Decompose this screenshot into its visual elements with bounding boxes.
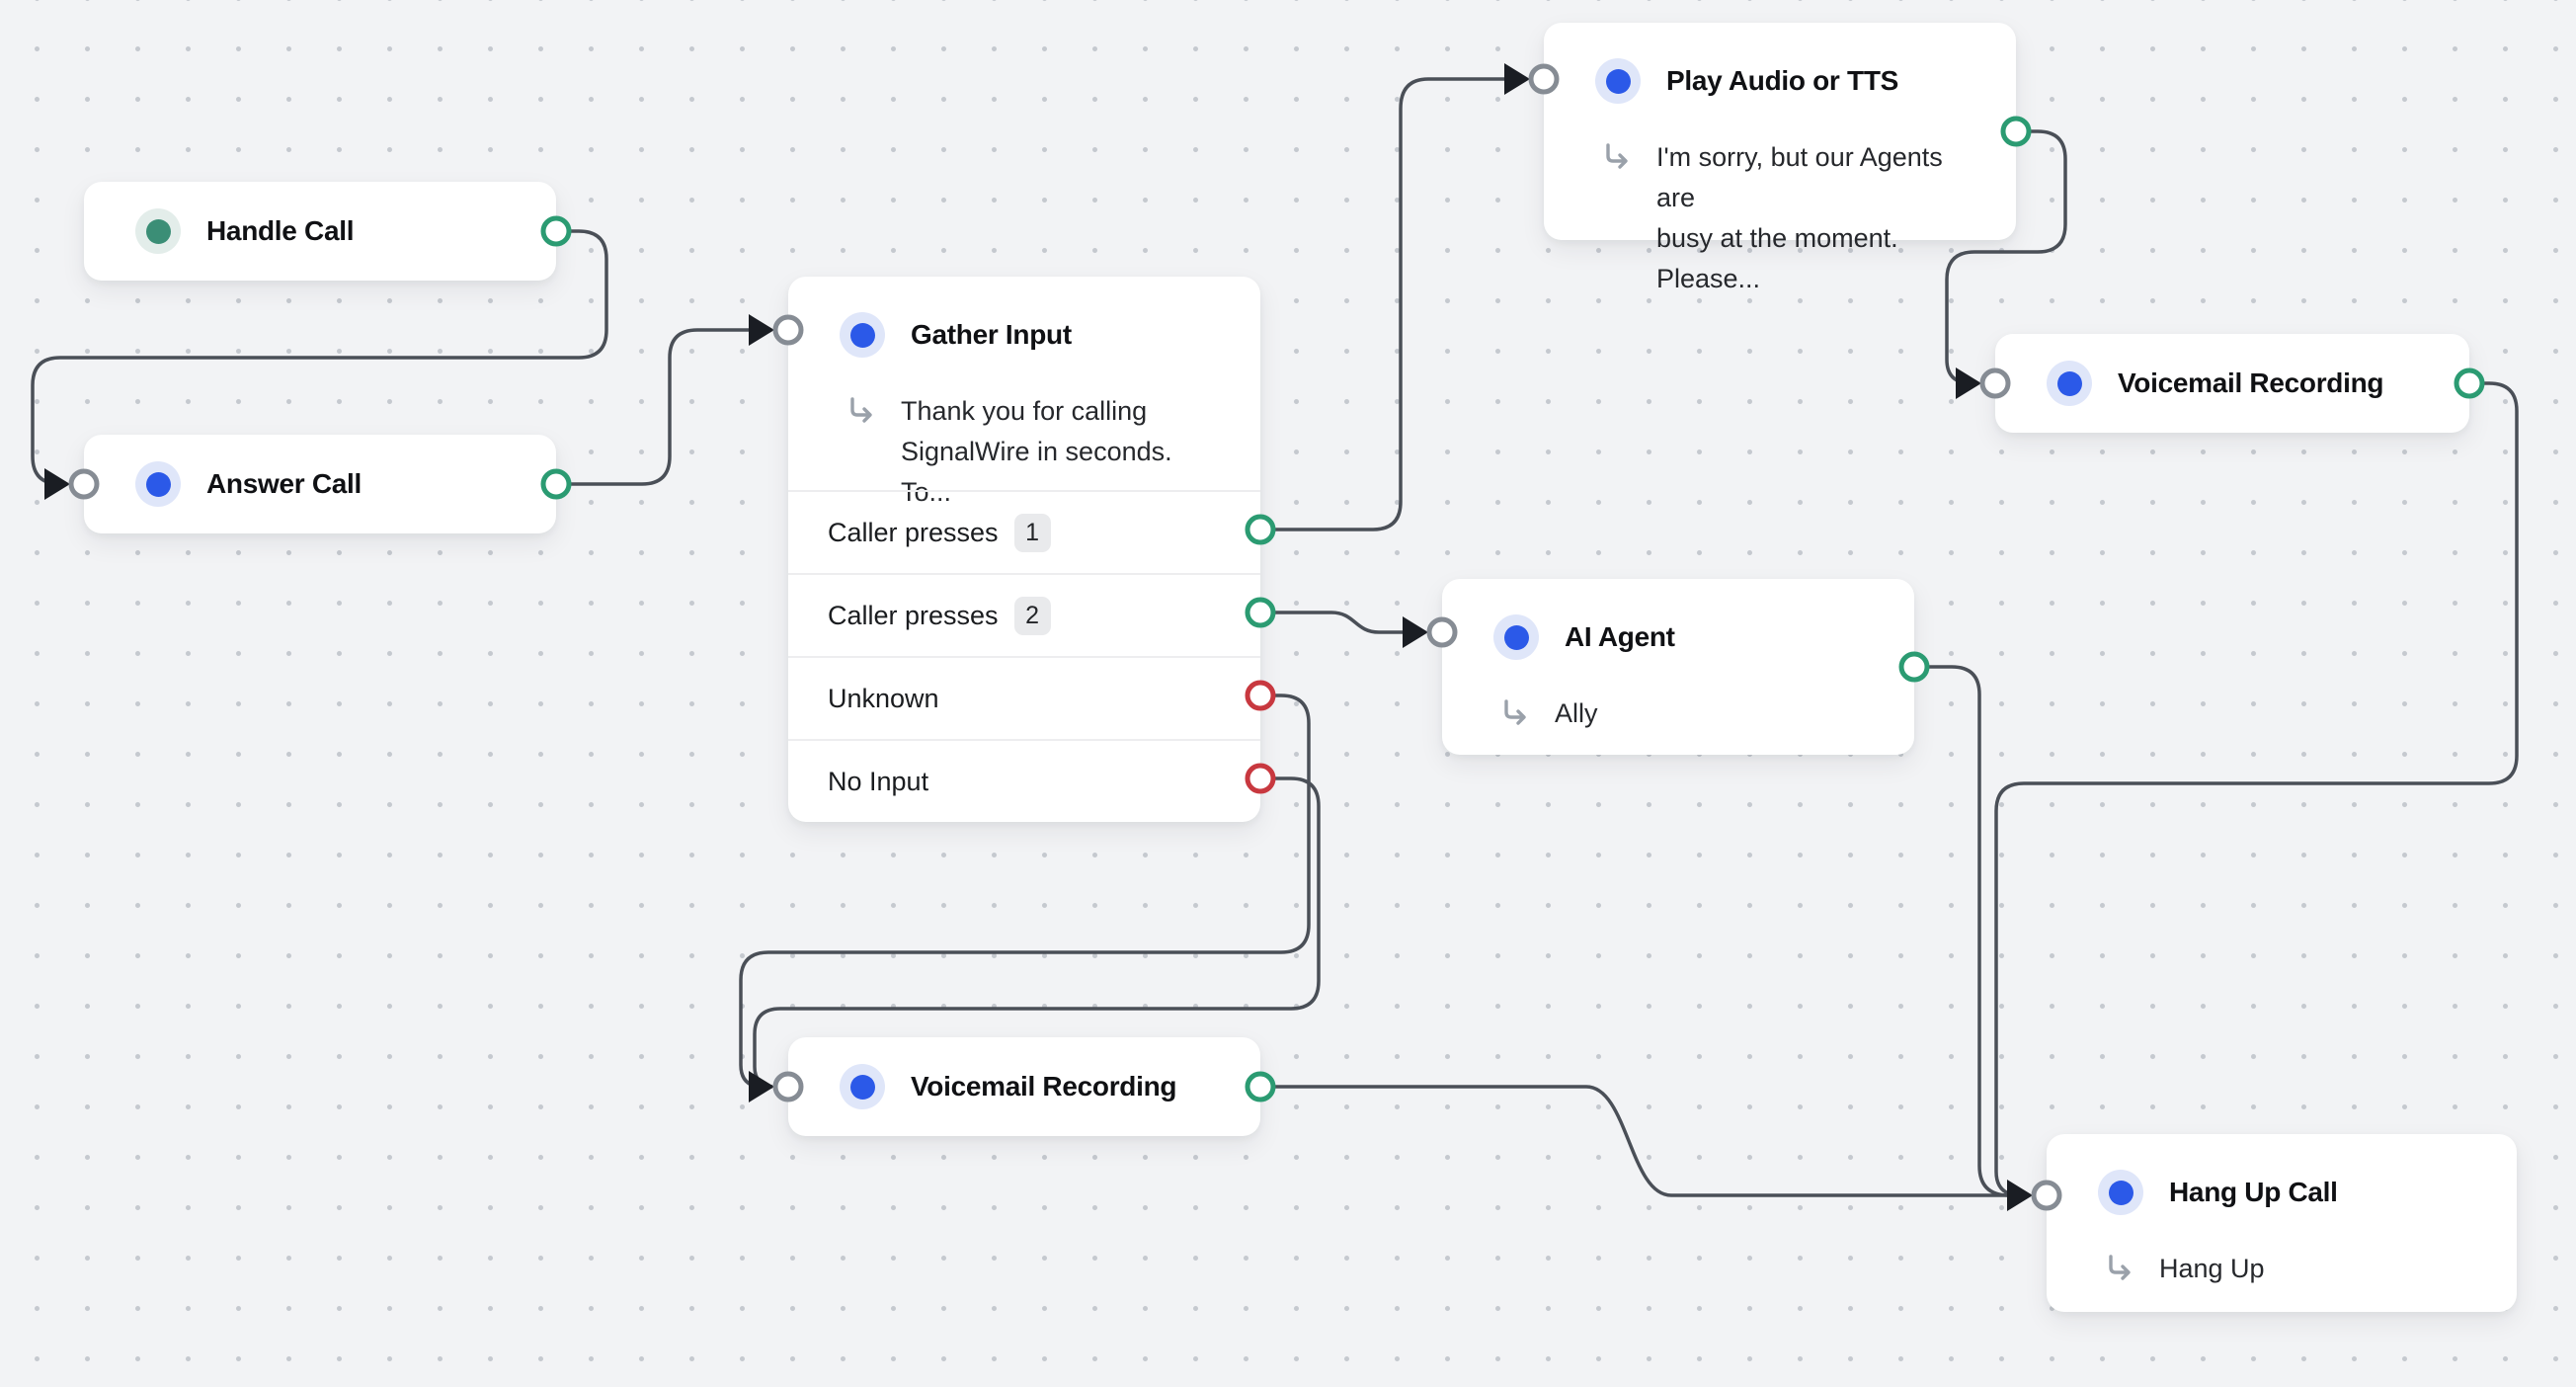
node-play-audio-or-tts[interactable]: Play Audio or TTS I'm sorry, but our Age… (1544, 23, 2016, 240)
edge-caller-presses-2-to-ai-agent[interactable] (1260, 612, 1405, 632)
node-handle-call[interactable]: Handle Call (84, 182, 556, 281)
node-subtext: I'm sorry, but our Agents are busy at th… (1544, 131, 2016, 299)
node-subtext: Hang Up (2047, 1243, 2517, 1289)
node-type-dot-icon (135, 461, 181, 507)
node-voicemail-recording-right[interactable]: Voicemail Recording (1995, 334, 2469, 433)
node-subtext: Ally (1442, 688, 1914, 734)
node-hang-up-call[interactable]: Hang Up Call Hang Up (2047, 1134, 2517, 1312)
edge-answer-call-to-gather-input[interactable] (556, 330, 751, 484)
node-answer-call[interactable]: Answer Call (84, 435, 556, 533)
node-title: Gather Input (911, 319, 1072, 351)
subtext-line: Ally (1555, 694, 1598, 734)
node-type-dot-icon (840, 312, 885, 358)
node-title: Handle Call (206, 215, 354, 247)
node-type-dot-icon (135, 208, 181, 254)
edge-arrowhead-icon (749, 1071, 774, 1102)
gather-option-row-no-input[interactable]: No Input (788, 739, 1260, 822)
node-title: Voicemail Recording (2118, 367, 2383, 399)
subtext-line: I'm sorry, but our Agents are (1656, 137, 1976, 218)
row-label: Caller presses (828, 601, 999, 631)
node-title: Voicemail Recording (911, 1071, 1176, 1102)
gather-option-row-caller-presses-1[interactable]: Caller presses 1 (788, 490, 1260, 573)
edge-arrowhead-icon (749, 314, 774, 346)
edge-arrowhead-icon (2007, 1180, 2033, 1211)
node-ai-agent[interactable]: AI Agent Ally (1442, 579, 1914, 755)
node-voicemail-recording-bottom[interactable]: Voicemail Recording (788, 1037, 1260, 1136)
node-type-dot-icon (2047, 361, 2092, 406)
subtext-line: Hang Up (2159, 1249, 2265, 1289)
edge-caller-presses-1-to-play-audio[interactable] (1260, 79, 1506, 530)
edge-voicemail-right-to-hang-up[interactable] (1996, 383, 2517, 1195)
gather-option-row-caller-presses-2[interactable]: Caller presses 2 (788, 573, 1260, 656)
node-type-dot-icon (840, 1064, 885, 1109)
node-type-dot-icon (1595, 58, 1641, 104)
edge-arrowhead-icon (44, 468, 70, 500)
node-gather-input[interactable]: Gather Input Thank you for calling Signa… (788, 277, 1260, 822)
row-label: Unknown (828, 684, 939, 714)
edge-arrowhead-icon (1956, 367, 1981, 399)
row-label: No Input (828, 767, 928, 797)
node-title: AI Agent (1565, 621, 1675, 653)
edge-voicemail-bottom-to-hang-up[interactable] (1260, 1087, 2009, 1195)
subtext-line: busy at the moment. Please... (1656, 218, 1976, 299)
node-title: Hang Up Call (2169, 1177, 2338, 1208)
key-badge: 2 (1014, 597, 1051, 635)
edge-ai-agent-to-hang-up[interactable] (1914, 667, 2009, 1195)
key-badge: 1 (1014, 514, 1051, 552)
reply-arrow-icon (2104, 1253, 2137, 1286)
row-label: Caller presses (828, 518, 999, 548)
reply-arrow-icon (1499, 697, 1533, 731)
reply-arrow-icon (845, 395, 879, 429)
edge-arrowhead-icon (1504, 63, 1530, 95)
node-type-dot-icon (1493, 614, 1539, 660)
reply-arrow-icon (1601, 141, 1635, 175)
node-title: Play Audio or TTS (1666, 65, 1898, 97)
node-type-dot-icon (2098, 1170, 2143, 1215)
node-title: Answer Call (206, 468, 362, 500)
subtext-line: Thank you for calling (901, 391, 1221, 432)
gather-option-row-unknown[interactable]: Unknown (788, 656, 1260, 739)
edge-arrowhead-icon (1403, 616, 1428, 648)
